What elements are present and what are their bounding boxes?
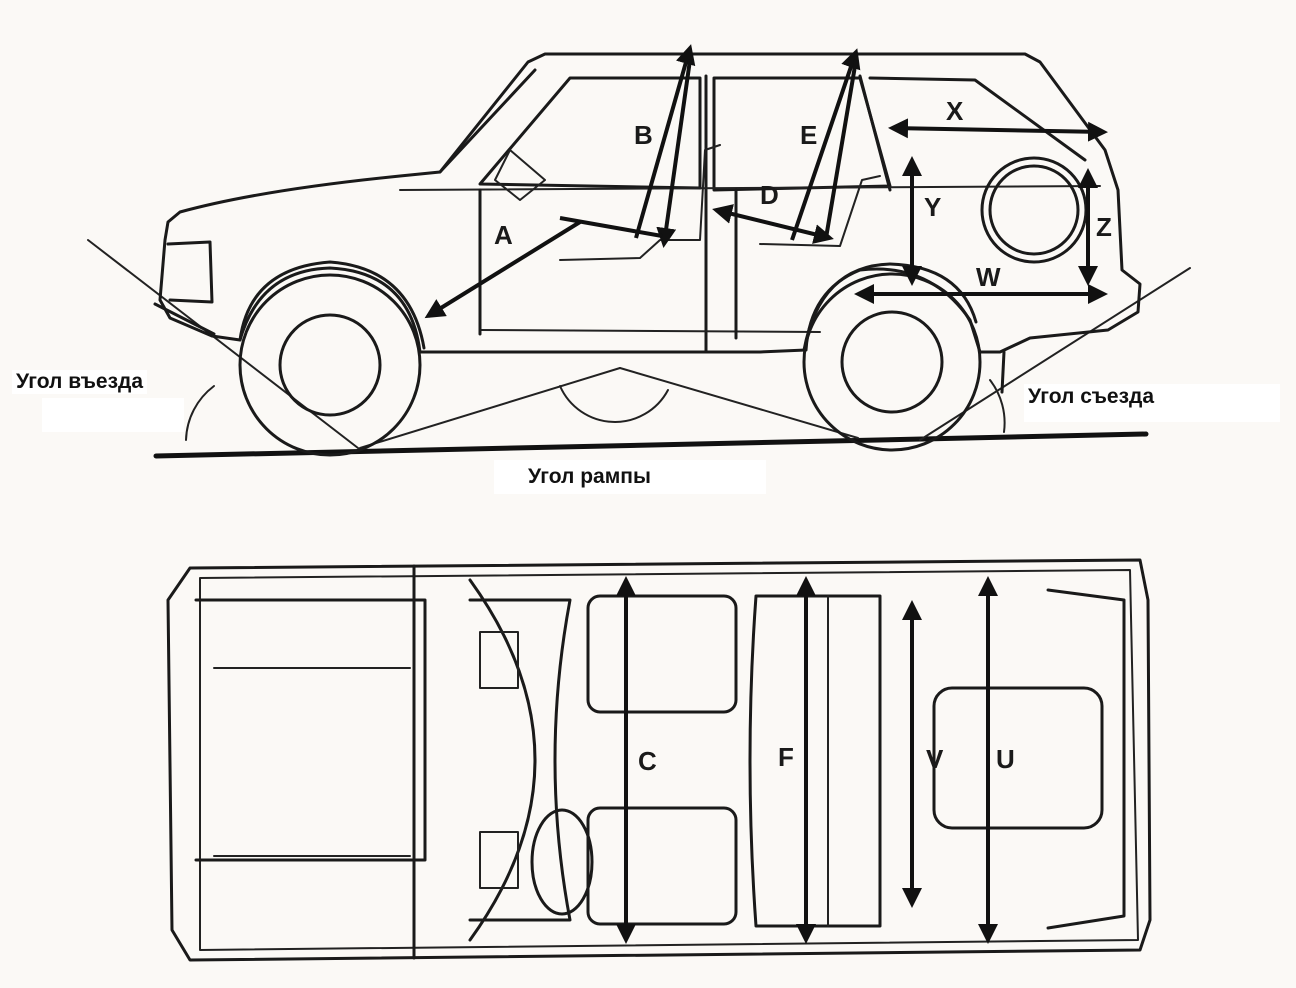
rear-wheel-hub [840, 310, 944, 414]
dim-label-z: Z [1096, 212, 1112, 242]
luggage-area [932, 686, 1104, 830]
front-seat-left [586, 594, 738, 714]
windscreen-top [468, 578, 537, 942]
departure-angle-arc [989, 379, 1006, 433]
spare-wheel-inner [988, 164, 1080, 256]
dim-label-e: E [800, 120, 817, 150]
waist-line [399, 185, 1101, 191]
dim-e-arrow-2 [824, 59, 858, 239]
windscreen [438, 68, 537, 174]
approach-angle-arc [185, 385, 215, 441]
top-body-outline [166, 558, 1152, 962]
top-view: C F V U [166, 558, 1152, 962]
rear-side-window [868, 76, 1087, 162]
approach-angle-caption-box [42, 398, 184, 432]
dim-label-b: B [634, 120, 653, 150]
dim-label-w: W [976, 262, 1001, 292]
dim-label-u: U [996, 744, 1015, 774]
front-grille [166, 240, 214, 304]
dim-label-x: X [946, 96, 964, 126]
side-view: A B D E X Y Z W [87, 44, 1191, 459]
spare-wheel [980, 156, 1088, 264]
rear-window-top [1046, 588, 1126, 930]
front-wheel-hub [278, 313, 382, 417]
dim-seat-line [559, 216, 663, 238]
dashboard [468, 598, 572, 922]
front-wheel-arch [238, 260, 426, 350]
dim-label-d: D [760, 180, 779, 210]
dim-label-a: A [494, 220, 513, 250]
steering-wheel-side [494, 149, 546, 201]
dim-d-arrow [712, 204, 834, 244]
dim-e-arrow-1 [790, 48, 861, 241]
dim-x-arrow [888, 118, 1108, 142]
dim-b-arrow-1 [634, 44, 696, 239]
c-pillar [858, 74, 892, 192]
steering-wheel-top [530, 808, 594, 916]
approach-angle-caption: Угол въезда [12, 370, 148, 394]
dim-a-arrow [424, 220, 582, 319]
front-door-window [478, 76, 702, 190]
bonnet-panel [194, 598, 427, 862]
right-mirror [479, 831, 519, 889]
front-bumper [153, 302, 216, 336]
dim-label-f: F [778, 742, 794, 772]
top-body-inner [199, 569, 1139, 951]
dim-label-c: C [638, 746, 657, 776]
car-body-outline [158, 52, 1142, 354]
rear-seat [759, 175, 881, 247]
ramp-angle-arc [559, 385, 669, 423]
ramp-angle-caption: Угол рампы [494, 460, 766, 494]
ramp-angle-line-rear [619, 367, 859, 439]
front-wheel [238, 273, 422, 457]
rear-tow-bar [1000, 350, 1006, 394]
door-sill [479, 329, 821, 333]
ramp-angle-line-front [359, 367, 621, 449]
rear-wheel-arch [802, 262, 978, 352]
front-seat [559, 144, 721, 261]
dim-b-arrow-2 [656, 59, 692, 248]
rear-wheel [802, 272, 982, 452]
left-mirror [479, 631, 519, 689]
dim-label-y: Y [924, 192, 941, 222]
dim-label-v: V [926, 744, 944, 774]
departure-angle-caption: Угол съезда [1024, 384, 1280, 422]
front-seat-right [586, 806, 738, 926]
ground-line [153, 431, 1149, 459]
rear-bench [748, 594, 882, 928]
